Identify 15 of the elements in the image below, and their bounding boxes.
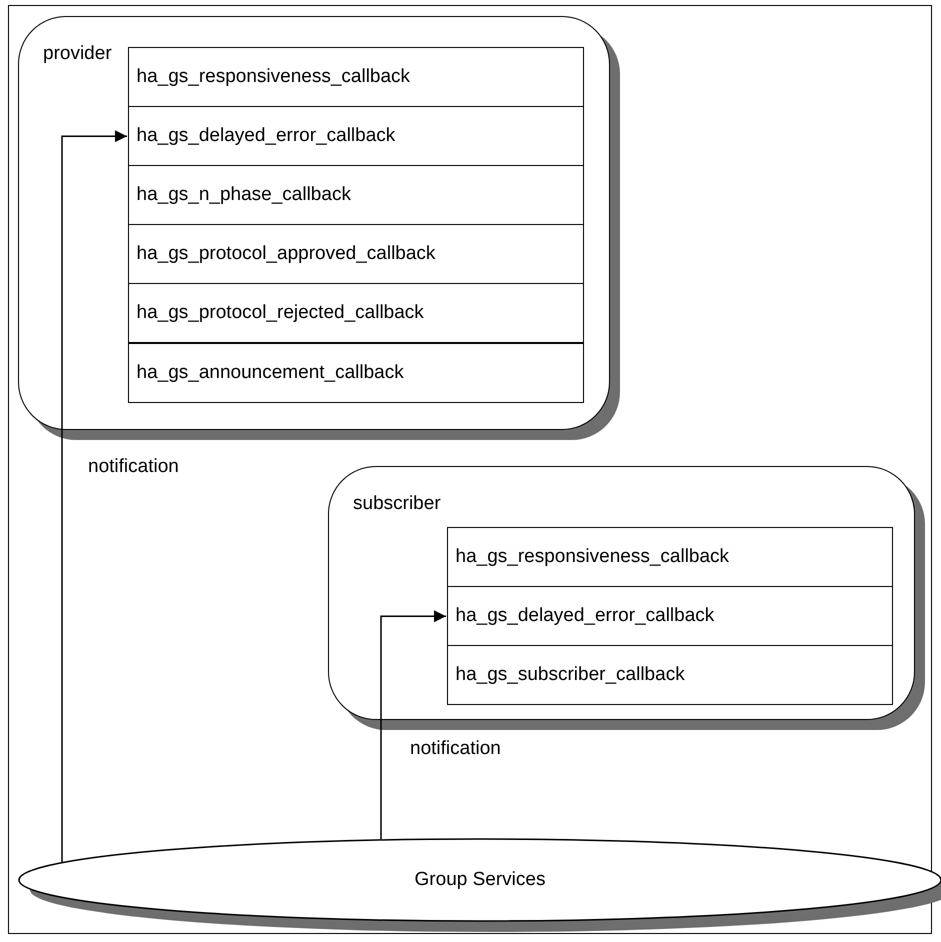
callback-row: ha_gs_protocol_rejected_callback [128, 283, 584, 344]
callback-row: ha_gs_n_phase_callback [128, 164, 584, 225]
callback-row: ha_gs_announcement_callback [128, 342, 584, 402]
callback-row: ha_gs_delayed_error_callback [446, 586, 892, 646]
arrow [380, 610, 446, 839]
callback-row: ha_gs_subscriber_callback [446, 645, 892, 706]
service-ellipse [18, 838, 941, 922]
arrow [61, 130, 127, 862]
service-name: Group Services [414, 869, 546, 891]
callback-row: ha_gs_protocol_approved_callback [128, 224, 584, 284]
callback-row: ha_gs_delayed_error_callback [128, 106, 584, 166]
callback-row: ha_gs_responsiveness_callback [128, 46, 584, 106]
component-title: provider [43, 43, 112, 65]
component-title: subscriber [353, 493, 441, 515]
callback-row: ha_gs_responsiveness_callback [446, 526, 892, 586]
